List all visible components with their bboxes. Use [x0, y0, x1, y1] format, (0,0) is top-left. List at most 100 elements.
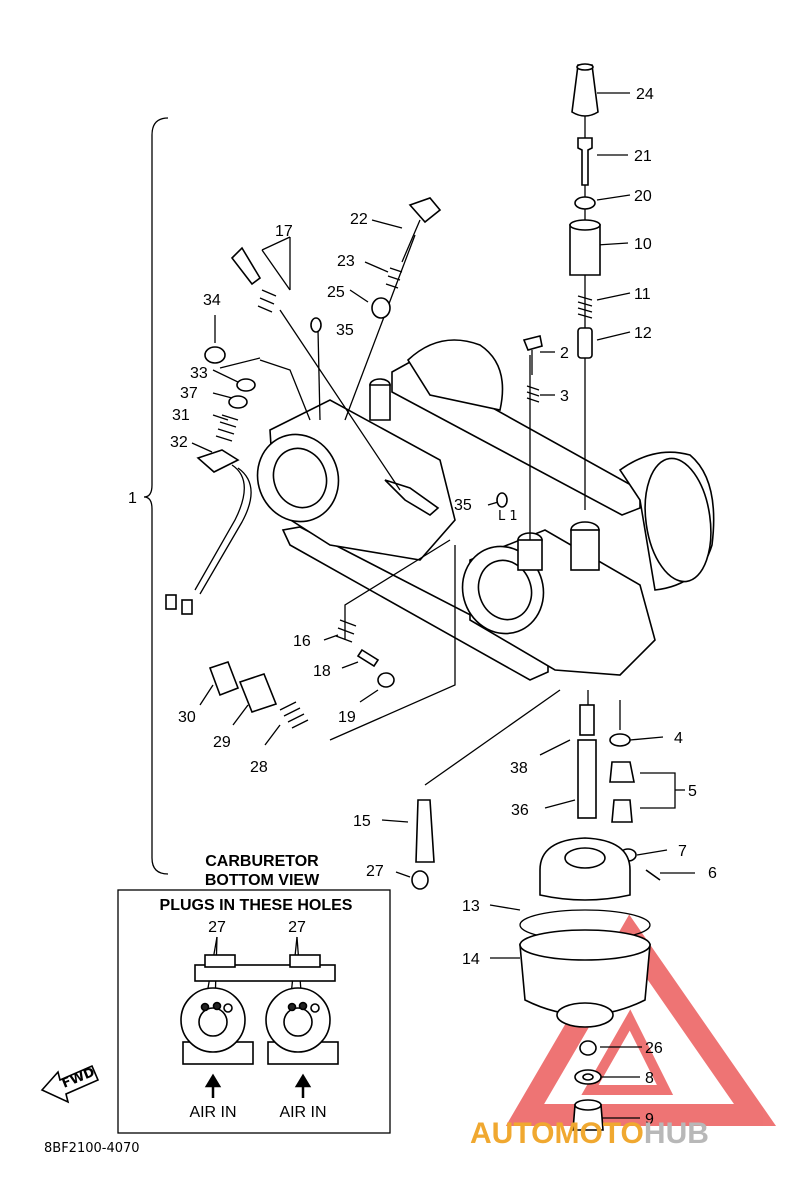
callout-1: 1	[128, 490, 137, 507]
part-27-plug	[411, 870, 429, 890]
callout-30: 30	[178, 709, 196, 726]
part-35-ring-top	[310, 317, 322, 333]
watermark-text: AUTOMOTOHUB	[470, 1117, 709, 1150]
diagram-code: 8BF2100-4070	[44, 1141, 140, 1156]
callout-3: 3	[560, 388, 569, 405]
part-2-screw	[522, 335, 543, 351]
part-17-spring	[257, 289, 277, 313]
callout-25: 25	[327, 284, 345, 301]
part-25-grommet	[371, 297, 391, 319]
callout-4: 4	[674, 730, 683, 747]
part-22-screw	[408, 197, 442, 224]
callout-2: 2	[560, 345, 569, 362]
inset-plug-label-right: 27	[288, 919, 306, 936]
inset-header: PLUGS IN THESE HOLES	[160, 897, 353, 914]
callout-23: 23	[337, 253, 355, 270]
callout-32: 32	[170, 434, 188, 451]
callout-20: 20	[634, 188, 652, 205]
part-5-jet-a	[609, 761, 635, 783]
float	[539, 837, 631, 901]
callout-35-mid: 35	[454, 497, 472, 514]
callout-33: 33	[190, 365, 208, 382]
assembly-bracket	[143, 117, 169, 875]
inset-title-line1: CARBURETOR	[205, 853, 319, 870]
inset-frame	[117, 889, 391, 1134]
watermark-part1: AUTO	[470, 1117, 554, 1150]
part-37-washer	[228, 395, 248, 409]
part-35-ring-mid	[496, 492, 508, 508]
air-in-label-left: AIR IN	[189, 1104, 236, 1121]
inset-plug-label-left: 27	[208, 919, 226, 936]
part-18-pin	[356, 648, 380, 668]
callout-13: 13	[462, 898, 480, 915]
part-21-screw	[577, 137, 593, 186]
callout-16: 16	[293, 633, 311, 650]
callout-36: 36	[511, 802, 529, 819]
bottom-view-inset: CARBURETOR BOTTOM VIEW PLUGS IN THESE HO…	[117, 853, 391, 1134]
callout-34: 34	[203, 292, 221, 309]
callout-8: 8	[645, 1070, 654, 1087]
fwd-arrow-icon: FWD	[40, 1064, 100, 1104]
callout-18: 18	[313, 663, 331, 680]
inset-title-line2: BOTTOM VIEW	[205, 872, 320, 889]
callout-6: 6	[708, 865, 717, 882]
watermark-part2: MOTO	[554, 1117, 643, 1150]
callout-14: 14	[462, 951, 480, 968]
callout-21: 21	[634, 148, 652, 165]
callout-37: 37	[180, 385, 198, 402]
callout-29: 29	[213, 734, 231, 751]
callout-19: 19	[338, 709, 356, 726]
callout-7: 7	[678, 843, 687, 860]
callout-35-top: 35	[336, 322, 354, 339]
callout-15: 15	[353, 813, 371, 830]
part-4-ring	[609, 733, 631, 747]
air-in-label-right: AIR IN	[279, 1104, 326, 1121]
carburetor-body	[256, 339, 715, 681]
part-23-spring	[385, 267, 403, 289]
callout-l1: L 1	[498, 509, 518, 524]
part-32-wire	[194, 464, 245, 591]
callout-38: 38	[510, 760, 528, 777]
part-38-jet	[579, 704, 595, 736]
part-17-screw	[230, 246, 262, 286]
part-19-cap	[377, 672, 395, 688]
part-28-spring	[279, 701, 309, 729]
part-12-piston	[577, 327, 593, 359]
callout-17: 17	[275, 223, 293, 240]
part-5-jet-b	[611, 799, 633, 823]
callout-9: 9	[645, 1111, 654, 1128]
callout-12: 12	[634, 325, 652, 342]
part-24-cap	[571, 64, 599, 117]
part-26-screw	[579, 1040, 597, 1056]
watermark-part3: HUB	[644, 1117, 709, 1150]
part-20-washer	[574, 196, 596, 210]
parts	[165, 63, 661, 1131]
callout-27: 27	[366, 863, 384, 880]
callout-24: 24	[636, 86, 654, 103]
part-6-pin	[645, 869, 661, 881]
part-11-spring	[577, 295, 593, 319]
part-15-main-jet	[415, 799, 435, 863]
callout-26: 26	[645, 1040, 663, 1057]
callout-11: 11	[634, 286, 651, 303]
air-in-arrow-right-icon	[294, 1073, 312, 1098]
part-33-o-ring	[236, 378, 256, 392]
part-16-spring	[335, 619, 357, 643]
part-29-plug	[238, 673, 278, 713]
callout-28: 28	[250, 759, 268, 776]
part-10-nut	[569, 224, 601, 276]
callout-10: 10	[634, 236, 652, 253]
callout-31: 31	[172, 407, 190, 424]
part-32-plunger	[196, 449, 240, 473]
part-34-cap	[204, 346, 226, 364]
callout-5: 5	[688, 783, 697, 800]
air-in-arrow-left-icon	[204, 1073, 222, 1098]
part-3-spring	[526, 385, 540, 403]
callout-labels: 1 2 3 4 5 6 7 8 9 10 11 12 13 14 15 16 1…	[128, 86, 717, 1128]
part-36-needle-jet	[577, 739, 597, 819]
callout-22: 22	[350, 211, 368, 228]
part-31-spring	[215, 414, 239, 442]
part-30-plug	[208, 660, 240, 697]
